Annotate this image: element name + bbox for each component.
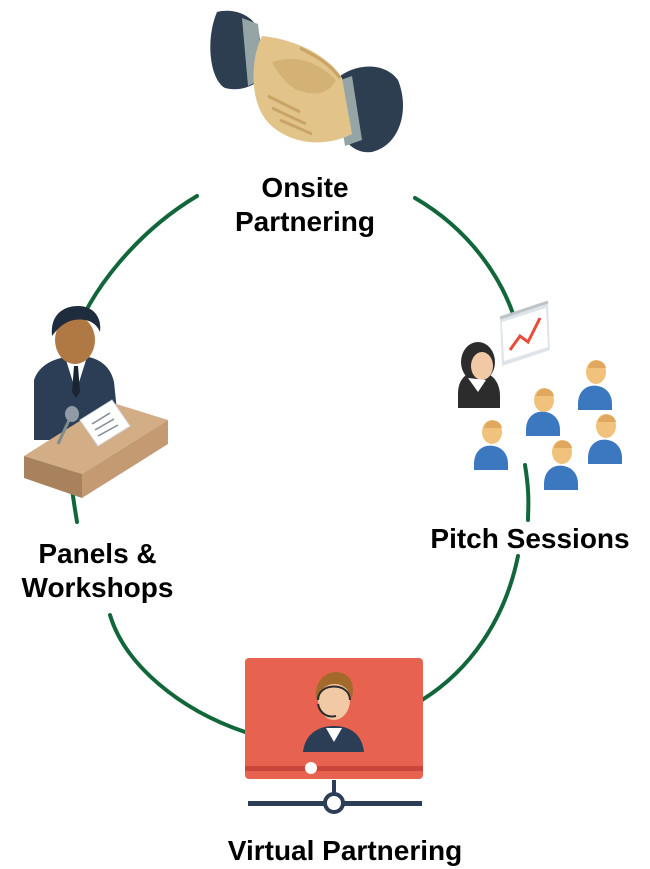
- virtual-meeting-screen-icon: [245, 658, 423, 814]
- presentation-audience-icon: [458, 300, 622, 490]
- label-line: Onsite: [261, 172, 349, 203]
- label-line: Virtual Partnering: [227, 835, 463, 866]
- node-label-panels-workshops: Panels & Workshops: [0, 537, 195, 605]
- presentation-board: [499, 300, 550, 366]
- ring-arc-bottom-right: [420, 554, 520, 702]
- network-connector: [248, 780, 422, 814]
- presenter-avatar: [458, 342, 500, 408]
- audience-member: [588, 414, 622, 464]
- label-line: Workshops: [21, 572, 174, 603]
- label-line: Pitch Sessions: [430, 523, 630, 554]
- audience-member: [526, 388, 560, 436]
- speaker-podium-icon: [24, 306, 168, 498]
- cycle-ring: [70, 194, 531, 734]
- node-label-pitch-sessions: Pitch Sessions: [410, 522, 650, 556]
- audience-member: [474, 420, 508, 470]
- label-line: Panels &: [38, 538, 157, 569]
- ring-arc-bottom-left: [108, 613, 247, 734]
- agent-avatar: [303, 672, 364, 752]
- label-line: Partnering: [234, 206, 376, 237]
- node-label-virtual-partnering: Virtual Partnering: [185, 834, 505, 868]
- audience-member: [544, 440, 578, 490]
- handshake-icon: [210, 10, 403, 153]
- audience-member: [578, 360, 612, 410]
- node-label-onsite-partnering: Onsite Partnering: [205, 171, 405, 239]
- ring-arc-top-right: [413, 196, 520, 332]
- ring-arc-right: [523, 463, 531, 522]
- ring-arc-top-left: [70, 194, 199, 347]
